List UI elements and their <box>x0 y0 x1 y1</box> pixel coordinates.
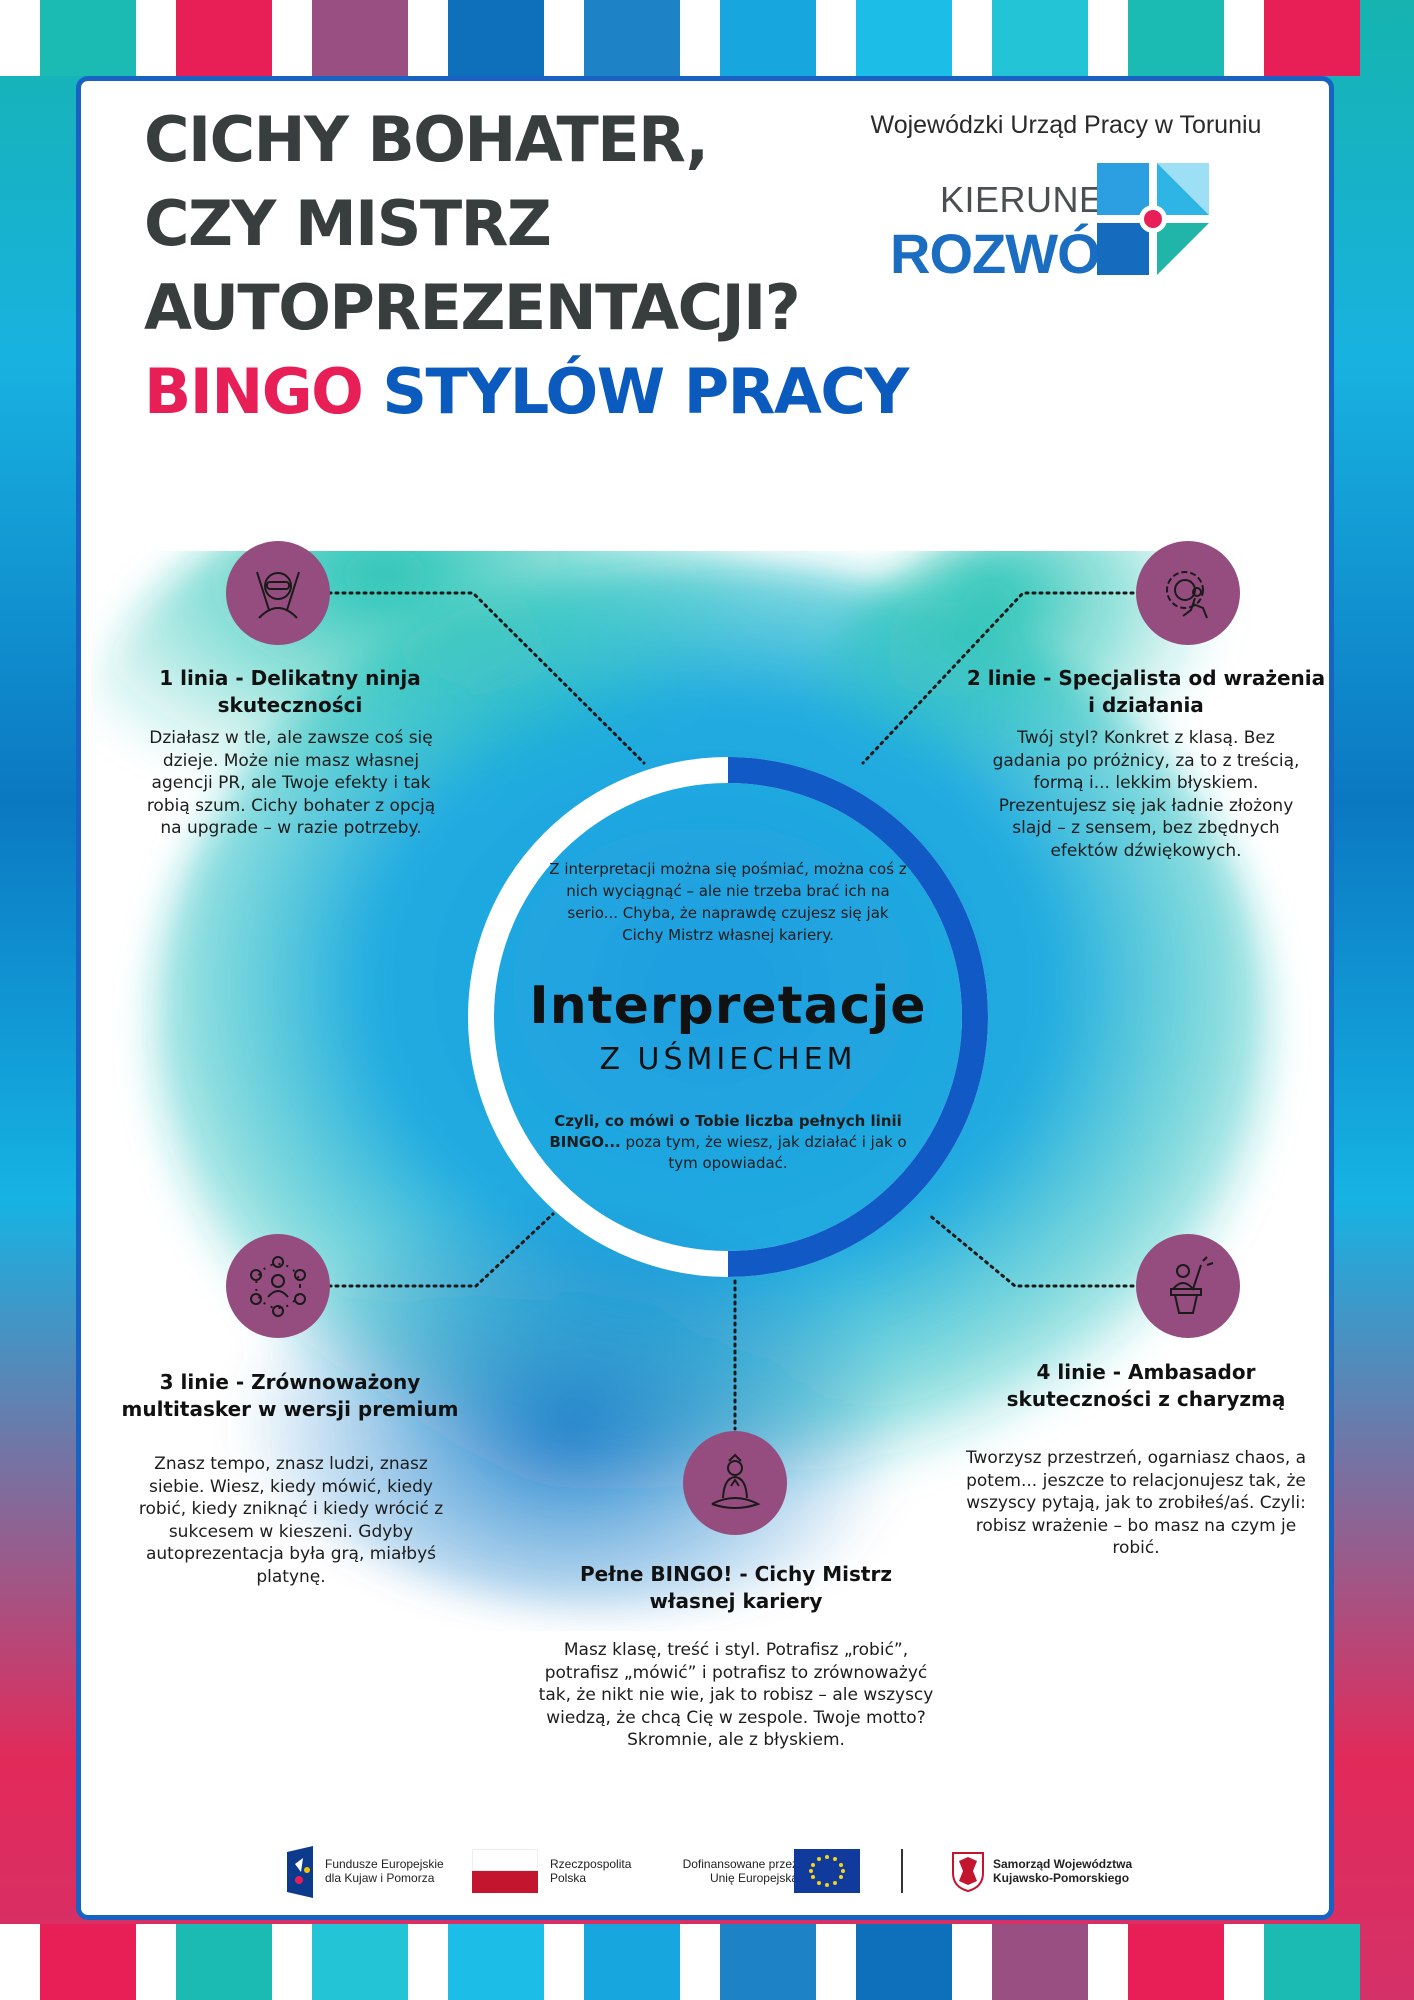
result-3-heading: 3 linie - Zrównoważony multitasker w wer… <box>121 1370 459 1421</box>
stripe-gap <box>544 0 584 76</box>
stripe-gap <box>408 0 448 76</box>
footer-sw-line1: Samorząd Województwa <box>993 1857 1133 1871</box>
stripe-color <box>1264 0 1360 76</box>
stripe-gap <box>1088 0 1128 76</box>
connector-lines <box>327 591 1135 1431</box>
result-5-text: Masz klasę, treść i styl. Potrafisz „rob… <box>538 1640 934 1750</box>
stripe-gap <box>680 1924 720 2000</box>
meditating-master-icon <box>683 1431 787 1535</box>
stripe-color <box>856 1924 952 2000</box>
stripe-gap <box>952 0 992 76</box>
result-3-text: Znasz tempo, znasz ludzi, znasz siebie. … <box>138 1454 444 1587</box>
stripe-gap <box>136 1924 176 2000</box>
stripe-color <box>176 0 272 76</box>
center-question: Czyli, co mówi o Tobie liczba pełnych li… <box>543 1111 913 1174</box>
subtitle-bingo: BINGO <box>144 355 364 428</box>
center-title: Interpretacje <box>529 976 927 1036</box>
stripe-gap <box>0 1924 40 2000</box>
stripe-color <box>312 1924 408 2000</box>
center-question-bold: Czyli, co mówi o Tobie liczba pełnych li… <box>549 1112 902 1151</box>
stripe-color <box>448 1924 544 2000</box>
title-line-3: AUTOPREZENTACJI? <box>144 271 801 344</box>
eu-flag-icon <box>794 1849 860 1893</box>
stripe-color <box>1264 1924 1360 2000</box>
center-question-rest: poza tym, że wiesz, jak działać i jak o … <box>620 1133 907 1172</box>
stripe-gap <box>272 1924 312 2000</box>
stripe-gap <box>680 0 720 76</box>
stripe-color <box>992 1924 1088 2000</box>
footer-eu-line2: Unię Europejską <box>709 1871 798 1885</box>
center-panel: Z interpretacji można się pośmiać, można… <box>501 858 955 1174</box>
logo-word-kierunek: KIERUNEK <box>940 179 1129 220</box>
result-4-text: Tworzysz przestrzeń, ogarniasz chaos, a … <box>965 1448 1307 1558</box>
subtitle-styles: STYLÓW PRACY <box>382 355 909 428</box>
center-intro-text: Z interpretacji można się pośmiać, można… <box>549 860 907 944</box>
stripe-color <box>856 0 952 76</box>
stripe-color <box>1128 1924 1224 2000</box>
stripe-color <box>584 1924 680 2000</box>
stripe-color <box>1128 0 1224 76</box>
stripe-color <box>176 1924 272 2000</box>
footer-sw-line2: Kujawsko-Pomorskiego <box>993 1871 1130 1885</box>
result-1-heading: 1 linia - Delikatny ninja skuteczności <box>159 666 421 717</box>
stripe-gap <box>1224 1924 1264 2000</box>
stripe-gap <box>272 0 312 76</box>
stripe-gap <box>816 1924 856 2000</box>
result-5-heading: Pełne BINGO! - Cichy Mistrz własnej kari… <box>580 1562 892 1613</box>
stripe-gap <box>1224 0 1264 76</box>
logo-word-rozwoj: ROZWÓJ <box>890 222 1131 285</box>
result-4-heading: 4 linie - Ambasador skuteczności z chary… <box>1006 1360 1286 1411</box>
stripe-gap <box>0 0 40 76</box>
gear-runner-icon <box>1136 541 1240 645</box>
stripe-color <box>992 0 1088 76</box>
poster-card: CICHY BOHATER, CZY MISTRZ AUTOPREZENTACJ… <box>76 76 1334 1920</box>
stripe-gap <box>816 0 856 76</box>
eu-funds-logo-icon <box>287 1846 313 1898</box>
stripe-color <box>40 1924 136 2000</box>
stripe-gap <box>136 0 176 76</box>
center-subtitle: Z UŚMIECHEM <box>599 1042 857 1077</box>
title-line-2: CZY MISTRZ <box>144 187 552 260</box>
network-people-icon <box>226 1234 330 1338</box>
footer-rp-line1: Rzeczpospolita <box>550 1857 632 1871</box>
stripe-gap <box>1088 1924 1128 2000</box>
footer-fe-line2: dla Kujaw i Pomorza <box>325 1871 435 1885</box>
stripe-gap <box>544 1924 584 2000</box>
speaker-podium-icon <box>1136 1234 1240 1338</box>
kierunek-rozwoj-logo-icon <box>1097 163 1209 275</box>
stripe-color <box>40 0 136 76</box>
stripe-color <box>584 0 680 76</box>
stripe-color <box>720 0 816 76</box>
top-stripes <box>0 0 1414 76</box>
result-2-heading: 2 linie - Specjalista od wrażenia i dzia… <box>966 666 1326 717</box>
footer-rp-line2: Polska <box>550 1871 587 1885</box>
connector-2 <box>861 591 1135 765</box>
connector-4 <box>926 1212 1135 1288</box>
stripe-color <box>312 0 408 76</box>
connector-3 <box>327 1212 555 1288</box>
center-ring <box>468 757 988 1277</box>
organization-name: Wojewódzki Urząd Pracy w Toruniu <box>870 111 1262 139</box>
bottom-stripes <box>0 1924 1414 2000</box>
ninja-icon <box>226 541 330 645</box>
stripe-color <box>448 0 544 76</box>
regional-coat-of-arms-icon <box>952 1852 984 1893</box>
footer-eu-line1: Dofinansowane przez <box>682 1857 798 1871</box>
stripe-gap <box>952 1924 992 2000</box>
connector-1 <box>327 591 646 765</box>
footer-divider <box>901 1849 903 1893</box>
poland-flag-icon <box>472 1849 538 1893</box>
title-line-1: CICHY BOHATER, <box>144 103 709 176</box>
result-2-text: Twój styl? Konkret z klasą. Bez gadania … <box>992 728 1300 861</box>
stripe-gap <box>408 1924 448 2000</box>
result-1-text: Działasz w tle, ale zawsze coś się dziej… <box>146 728 436 838</box>
subtitle: BINGO STYLÓW PRACY <box>144 355 909 428</box>
footer-fe-line1: Fundusze Europejskie <box>325 1857 444 1871</box>
stripe-color <box>720 1924 816 2000</box>
